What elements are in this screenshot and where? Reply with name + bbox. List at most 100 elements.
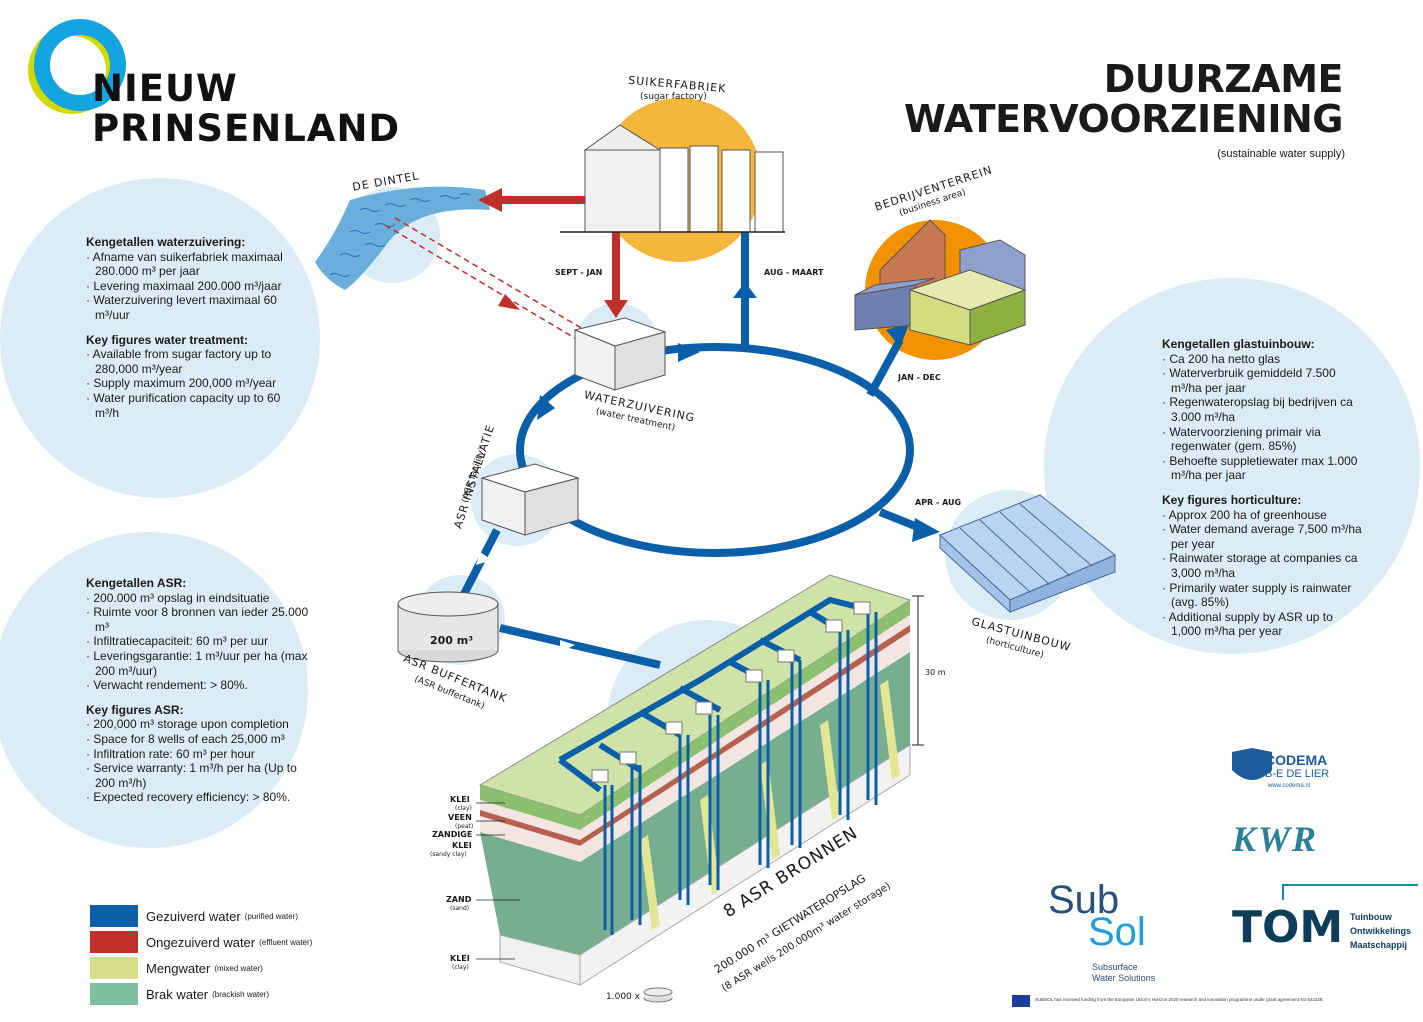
list-item: Watervoorziening primair via regenwater … (1162, 425, 1362, 454)
page-subtitle: (sustainable water supply) (1217, 148, 1345, 160)
legend-sub: (brackish water) (212, 989, 270, 999)
list-item: Water demand average 7,500 m³/ha per yea… (1162, 522, 1362, 551)
depth-label: 30 m (925, 668, 946, 677)
list-item: Infiltration rate: 60 m³ per hour (86, 747, 316, 762)
list-item: 200.000 m³ opslag in eindsituatie (86, 591, 316, 606)
wells-block (478, 574, 912, 986)
legend-sub: (effluent water) (259, 937, 313, 947)
brand-line2: PRINSENLAND (92, 107, 401, 150)
soil-zand-sub: (sand) (450, 905, 470, 912)
brand-line1: NIEUW (92, 67, 238, 110)
kengetallen-water-en-title: Key figures water treatment: (86, 332, 249, 347)
sugar-factory-illustration (560, 124, 785, 233)
list-item: Water purification capacity up to 60 m³/… (86, 391, 296, 420)
soil-klei-bottom: KLEI (450, 954, 470, 963)
list-item: Space for 8 wells of each 25,000 m³ (86, 732, 316, 747)
list-item: 200,000 m³ storage upon completion (86, 717, 316, 732)
eu-flag-icon (1012, 995, 1030, 1007)
kengetallen-asr: Kengetallen ASR: 200.000 m³ opslag in ei… (86, 576, 316, 805)
tom-logo: TOM (1232, 902, 1344, 953)
legend-item: Mengwater (mixed water) (90, 957, 263, 979)
legend-item: Brak water (brackish water) (90, 983, 269, 1005)
list-item: Expected recovery efficiency: > 80%. (86, 790, 316, 805)
soil-klei-sub: (clay) (455, 805, 472, 812)
distribution-loop (516, 343, 914, 557)
kwr-logo: KWR (1232, 819, 1319, 859)
asr-installation-box (480, 463, 580, 536)
soil-klei-bottom-sub: (clay) (452, 964, 469, 971)
list-item: Leveringsgarantie: 1 m³/uur per ha (max … (86, 649, 316, 678)
page-title-line1: DUURZAME (1103, 57, 1344, 101)
kengetallen-glas-en-title: Key figures horticulture: (1162, 492, 1302, 507)
codema-url: www.codema.nl (1268, 783, 1311, 789)
list-item: Additional supply by ASR up to 1,000 m³/… (1162, 610, 1362, 639)
kengetallen-asr-nl-title: Kengetallen ASR: (86, 576, 187, 590)
list-item: Ruimte voor 8 bronnen van ieder 25.000 m… (86, 605, 316, 634)
sugar-factory-sub: (sugar factory) (640, 92, 707, 102)
codema-sub: B-E DE LIER (1265, 768, 1330, 780)
list-item: Levering maximaal 200.000 m³/jaar (86, 279, 296, 294)
kengetallen-glas-nl-title: Kengetallen glastuinbouw: (1162, 337, 1315, 351)
soil-veen-sub: (peat) (455, 823, 474, 830)
list-item: Infiltratiecapaciteit: 60 m³ per uur (86, 634, 316, 649)
legend-swatch-purified (90, 905, 138, 927)
buffer-tank (397, 591, 499, 663)
legend-swatch-mixed (90, 957, 138, 979)
list-item: Waterverbruik gemiddeld 7.500 m³/ha per … (1162, 366, 1362, 395)
page-title-line2: WATERVOORZIENING (903, 97, 1344, 141)
flow-label-jan-dec: JAN - DEC (898, 373, 941, 382)
dintel-river (315, 186, 490, 290)
subsol-sub1: Subsurface (1092, 962, 1138, 972)
buffer-volume: 200 m³ (430, 634, 474, 647)
list-item: Waterzuivering levert maximaal 60 m³/uur (86, 293, 296, 322)
nieuw-prinsenland-logo-icon (28, 19, 126, 114)
flow-label-apr-aug: APR - AUG (915, 498, 962, 507)
legend-item: Ongezuiverd water (effluent water) (90, 931, 312, 953)
legend-swatch-effluent (90, 931, 138, 953)
business-blocks (854, 219, 1027, 346)
flow-label-sept-jan: SEPT - JAN (555, 268, 603, 277)
greenhouse-illustration (939, 494, 1116, 614)
list-item: Ca 200 ha netto glas (1162, 352, 1362, 367)
legend-sub: (purified water) (244, 911, 299, 921)
list-item: Rainwater storage at companies ca 3,000 … (1162, 551, 1362, 580)
subsol-logo-line2: Sol (1088, 910, 1146, 954)
soil-zandige-klei: KLEI (452, 841, 472, 850)
subsol-logo-line1: Sub (1048, 878, 1120, 922)
scale-label: 1.000 x (606, 992, 640, 1002)
list-item: Behoefte suppletiewater max 1.000 m³/ha … (1162, 454, 1362, 483)
soil-zandige-sub: (sandy clay) (430, 851, 467, 858)
list-item: Regenwateropslag bij bedrijven ca 3.000 … (1162, 395, 1362, 424)
codema-shield-icon (1232, 748, 1272, 780)
legend-item: Gezuiverd water (purified water) (90, 905, 298, 927)
tom-sub1: Tuinbouw (1350, 912, 1392, 922)
list-item: Supply maximum 200,000 m³/year (86, 376, 296, 391)
list-item: Service warranty: 1 m³/h per ha (Up to 2… (86, 761, 316, 790)
list-item: Approx 200 ha of greenhouse (1162, 508, 1362, 523)
eu-funding-note: SUBSOL has received funding from the Eur… (1035, 997, 1324, 1002)
subsol-sub2: Water Solutions (1092, 973, 1156, 983)
legend-sub: (mixed water) (214, 963, 263, 973)
soil-zandige: ZANDIGE (432, 830, 473, 839)
flow-label-aug-maart: AUG - MAART (764, 268, 824, 277)
kengetallen-water-nl-title: Kengetallen waterzuivering: (86, 235, 246, 249)
list-item: Afname van suikerfabriek maximaal 280.00… (86, 250, 296, 279)
tom-sub3: Maatschappij (1350, 940, 1408, 950)
treatment-box (573, 317, 667, 391)
list-item: Primarily water supply is rainwater (avg… (1162, 581, 1362, 610)
kengetallen-asr-en-title: Key figures ASR: (86, 702, 184, 717)
codema-logo: CODEMA (1265, 752, 1328, 768)
legend-label: Brak water (146, 986, 209, 1002)
list-item: Verwacht rendement: > 80%. (86, 678, 316, 693)
legend-label: Gezuiverd water (146, 908, 241, 924)
legend-swatch-brackish (90, 983, 138, 1005)
soil-zand: ZAND (446, 895, 472, 904)
kengetallen-glas: Kengetallen glastuinbouw: Ca 200 ha nett… (1162, 337, 1362, 639)
kengetallen-water: Kengetallen waterzuivering: Afname van s… (86, 235, 296, 420)
legend-label: Ongezuiverd water (146, 934, 256, 950)
list-item: Available from sugar factory up to 280,0… (86, 347, 296, 376)
tom-sub2: Ontwikkelings (1350, 926, 1412, 936)
soil-klei: KLEI (450, 795, 470, 804)
legend-label: Mengwater (146, 960, 211, 976)
